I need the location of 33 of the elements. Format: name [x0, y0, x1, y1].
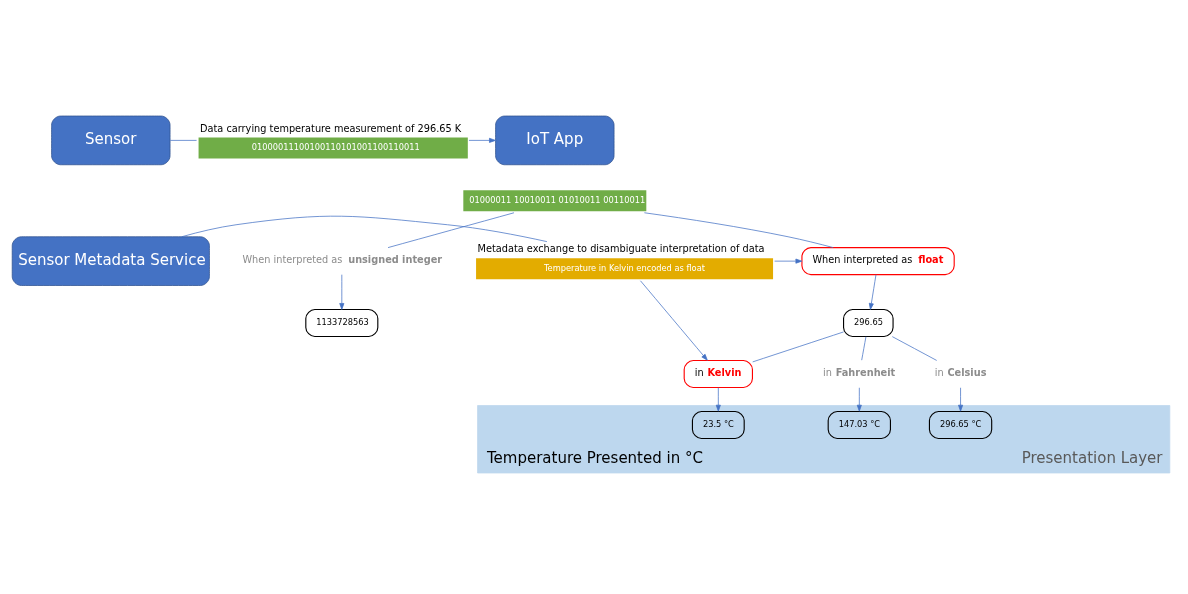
node-text: in Fahrenheit — [822, 366, 896, 378]
node-box: When interpreted as float — [801, 246, 955, 275]
node-box: Sensor Metadata Service — [11, 235, 210, 286]
connector — [387, 211, 515, 248]
connector — [891, 335, 938, 361]
arrow — [774, 258, 803, 264]
connector — [752, 331, 844, 362]
arrow — [856, 386, 862, 412]
arrow — [468, 137, 496, 143]
connector — [644, 211, 834, 248]
node-box: 147.03 °C — [827, 410, 891, 439]
connector — [861, 335, 867, 361]
connector — [181, 215, 548, 242]
node-label: Data carrying temperature measurement of 296.65 K — [200, 122, 462, 134]
node-box: IoT App — [495, 115, 615, 165]
node-box: 01000011 10010011 01010011 00110011 — [463, 189, 647, 211]
arrow — [868, 273, 877, 310]
node-box: 23.5 °C — [691, 410, 745, 439]
connector — [169, 139, 197, 141]
node-box: 296.65 — [843, 308, 894, 337]
node-box: in Kelvin — [683, 359, 753, 388]
arrow — [640, 279, 708, 361]
node-label: Metadata exchange to disambiguate interpretation of data — [477, 242, 765, 254]
node-box: Temperature in Kelvin encoded as float — [476, 257, 774, 279]
arrow — [715, 386, 721, 412]
node-box: 01000011100100110101001100110011 — [198, 136, 468, 158]
node-box: 1133728563 — [305, 308, 379, 337]
node-box: Sensor — [51, 115, 171, 165]
arrow — [339, 273, 345, 310]
arrow — [958, 386, 964, 412]
node-text: in Celsius — [934, 366, 987, 378]
node-text: When interpreted as unsigned integer — [242, 253, 443, 265]
node-box: 296.65 °C — [928, 410, 993, 439]
